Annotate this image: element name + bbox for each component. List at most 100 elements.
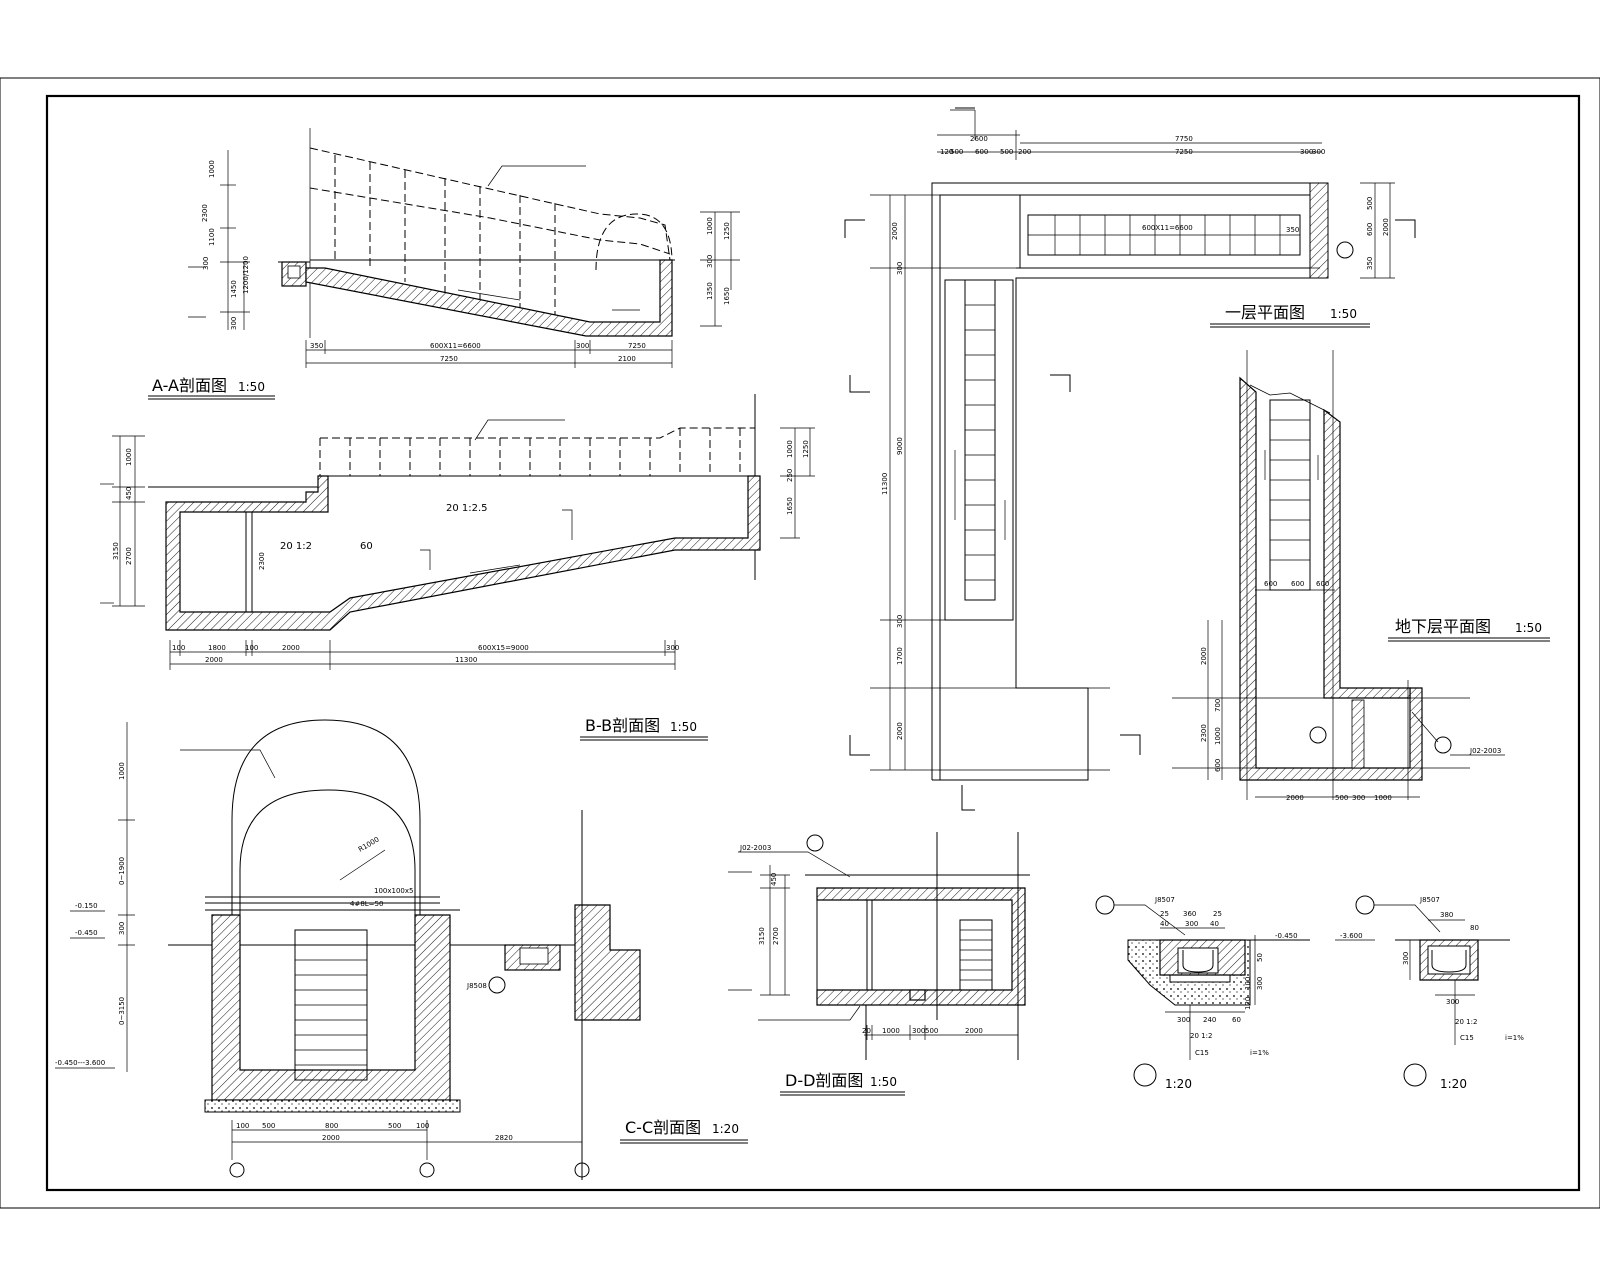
plan1-dim: 350 (1366, 257, 1374, 270)
planB-dim: 1000 (1214, 727, 1222, 745)
det2-elev: -3.600 (1340, 932, 1363, 940)
planB-dim: 600 (1264, 580, 1277, 588)
bb-dim: 1000 (786, 440, 794, 458)
bb-slope: 20 1:2.5 (446, 503, 488, 514)
det1-dim: 300 (1256, 977, 1264, 990)
cc-dim: 500 (262, 1122, 275, 1130)
plan1-dim: 600 (1366, 223, 1374, 236)
bb-dim: 300 (666, 644, 679, 652)
outer-frame (0, 77, 1600, 1209)
bb-dim: 1250 (802, 440, 810, 458)
planB-dim: 2300 (1200, 724, 1208, 742)
cc-dim: 100 (236, 1122, 249, 1130)
det1-dim: 300 (1177, 1016, 1190, 1024)
det1-scale: 1:20 (1165, 1077, 1192, 1091)
dd-title: D-D剖面图 (785, 1071, 863, 1090)
aa-dim: 350 (310, 342, 323, 350)
planB-dim: 700 (1214, 699, 1222, 712)
cc-elev: -0.450---3.600 (55, 1059, 105, 1067)
plan-first-floor: 2600 7750 120 500 600 500 200 7250 300 3… (844, 107, 1416, 811)
dd-dim: 20 (862, 1027, 871, 1035)
det1-conc: C15 (1195, 1049, 1209, 1057)
plan1-dim: 2600 (970, 135, 988, 143)
aa-dim: 1000 (208, 160, 216, 178)
inner-frame (45, 94, 1581, 1192)
section-cc: R1000 100x100x5 4#8L=50 J8508 (55, 719, 748, 1180)
plan1-dim: 500 (1000, 148, 1013, 156)
planB-scale: 1:50 (1515, 621, 1542, 635)
cc-title: C-C剖面图 (625, 1118, 701, 1137)
dd-scale: 1:50 (870, 1075, 897, 1089)
det1-ref: J8507 (1154, 896, 1175, 904)
det1-dim: 240 (1203, 1016, 1216, 1024)
aa-dim: 2100 (618, 355, 636, 363)
aa-dim: 300 (202, 257, 210, 270)
plan1-dim: 300 (1312, 148, 1325, 156)
plan1-title: 一层平面图 (1225, 303, 1305, 322)
det1-dim: 360 (1183, 910, 1196, 918)
plan1-dim: 2000 (896, 722, 904, 740)
det2-ref: J8507 (1419, 896, 1440, 904)
dd-dim: 1000 (882, 1027, 900, 1035)
det1-dim: 120 (1244, 997, 1252, 1010)
cc-dim: 2820 (495, 1134, 513, 1142)
aa-dim: 300 (706, 255, 714, 268)
cc-dim: 300 (118, 922, 126, 935)
aa-dim: 1450 (230, 280, 238, 298)
plan1-dim: 200 (1018, 148, 1031, 156)
cc-elev: -0.450 (75, 929, 98, 937)
planB-dim: 300 (1352, 794, 1365, 802)
plan1-dim: 7750 (1175, 135, 1193, 143)
bb-scale: 1:50 (670, 720, 697, 734)
aa-dim: 1350 (706, 282, 714, 300)
cc-dim: 0~1900 (118, 857, 126, 885)
det1-dim: 25 (1213, 910, 1222, 918)
plan1-dim: 120 (940, 148, 953, 156)
det1-dim: 40 (1160, 920, 1169, 928)
plan1-dim: 11300 (881, 473, 889, 495)
dd-dim: 2000 (965, 1027, 983, 1035)
plan1-dim: 300 (896, 615, 904, 628)
plan1-dim: 300 (1300, 148, 1313, 156)
aa-dim: 1000 (706, 217, 714, 235)
aa-dim: 1250 (723, 222, 731, 240)
bb-dim: 100 (172, 644, 185, 652)
det2-depth: 300 (1402, 952, 1410, 965)
aa-dim: 1650 (723, 287, 731, 305)
aa-dim: 1200/1200 (242, 256, 250, 294)
section-aa: 1000 2300 1100 300 1200/1200 1450 300 10… (148, 128, 740, 400)
det2-conc: C15 (1460, 1034, 1474, 1042)
det1-dim: 60 (1232, 1016, 1241, 1024)
cc-dim: 1000 (118, 762, 126, 780)
section-bb: 20 1:2.5 20 1:2 60 2300 1000 450 3150 27… (100, 394, 815, 741)
plan-basement: 600 600 600 J02-2003 2000 700 2300 1000 … (1172, 350, 1550, 802)
det1-dim: 100 (1244, 977, 1252, 990)
det2-mortar: 20 1:2 (1455, 1018, 1477, 1026)
dd-dim: 450 (770, 873, 778, 886)
det1-elev: -0.450 (1275, 932, 1298, 940)
aa-title: A-A剖面图 (152, 376, 227, 395)
plan1-dim: 2000 (891, 222, 899, 240)
bb-dim: 11300 (455, 656, 477, 664)
det2-scale: 1:20 (1440, 1077, 1467, 1091)
det2-slope: i=1% (1505, 1034, 1524, 1042)
section-dd: J02-2003 450 3150 2700 20 1000 300 500 2… (728, 832, 1030, 1096)
bb-dim: 600X15=9000 (478, 644, 529, 652)
plan1-scale: 1:50 (1330, 307, 1357, 321)
bb-dim: 250 (786, 469, 794, 482)
planB-dim: 600 (1291, 580, 1304, 588)
dd-dim: 3150 (758, 927, 766, 945)
bb-dim: 1800 (208, 644, 226, 652)
drain-detail-2: J8507 380 80 -3.600 300 300 20 1:2 C15 i… (1335, 895, 1524, 1091)
bb-dim: 2300 (258, 552, 266, 570)
det2-thick: 80 (1470, 924, 1479, 932)
plan1-dim: 300 (896, 262, 904, 275)
det1-dim: 40 (1210, 920, 1219, 928)
bb-mid: 20 1:2 (280, 541, 312, 552)
planB-dim: 2000 (1286, 794, 1304, 802)
drain-detail-1: J8507 25 360 25 40 300 40 -0.450 50 300 … (1095, 895, 1310, 1091)
bb-dim: 100 (245, 644, 258, 652)
dd-dim: 500 (925, 1027, 938, 1035)
planB-dim: 500 (1335, 794, 1348, 802)
